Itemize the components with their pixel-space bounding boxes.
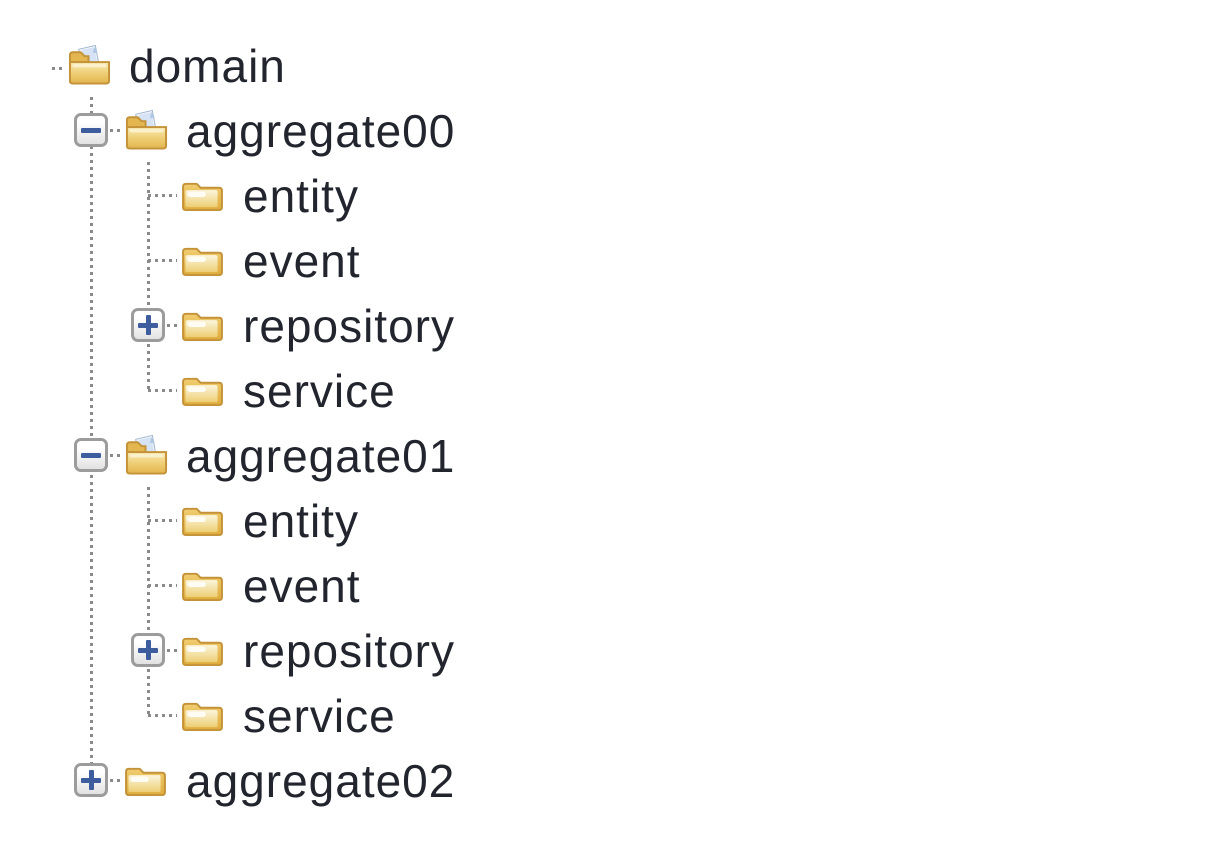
tree-connector-line <box>167 323 177 327</box>
tree-connector-line <box>148 193 177 197</box>
expander-plus-icon[interactable] <box>74 763 108 797</box>
expander-minus-icon[interactable] <box>74 113 108 147</box>
tree-node-service: service <box>0 358 1208 423</box>
tree-item-label[interactable]: aggregate02 <box>186 755 456 807</box>
tree-node-entity: entity <box>0 163 1208 228</box>
expander-plus-icon[interactable] <box>131 633 165 667</box>
tree-connector-line <box>167 648 177 652</box>
tree-connector-line <box>148 388 177 392</box>
tree-node-aggregate01: aggregate01 <box>0 423 1208 488</box>
tree-item-label[interactable]: aggregate00 <box>186 105 456 157</box>
tree-node-domain: domain <box>0 33 1208 98</box>
tree-item-label[interactable]: event <box>243 235 361 287</box>
tree-item-label[interactable]: repository <box>243 300 455 352</box>
folder-closed-icon[interactable] <box>181 698 224 738</box>
folder-closed-icon[interactable] <box>181 503 224 543</box>
tree-node-aggregate02: aggregate02 <box>0 748 1208 813</box>
tree-connector-line <box>110 128 120 132</box>
tree-connector-line <box>146 162 150 390</box>
folder-closed-icon[interactable] <box>181 373 224 413</box>
folder-closed-icon[interactable] <box>181 568 224 608</box>
tree-node-repository: repository <box>0 293 1208 358</box>
tree-node-entity: entity <box>0 488 1208 553</box>
folder-closed-icon[interactable] <box>181 178 224 218</box>
tree-connector-line <box>148 583 177 587</box>
folder-closed-icon[interactable] <box>181 243 224 283</box>
tree-connector-line <box>146 487 150 715</box>
tree-node-event: event <box>0 228 1208 293</box>
tree-node-service: service <box>0 683 1208 748</box>
tree-item-label[interactable]: repository <box>243 625 455 677</box>
folder-open-icon[interactable] <box>67 42 112 91</box>
tree-node-repository: repository <box>0 618 1208 683</box>
tree-connector-line <box>52 66 64 70</box>
tree-item-label[interactable]: entity <box>243 170 359 222</box>
folder-open-icon[interactable] <box>124 107 169 156</box>
tree-item-label[interactable]: domain <box>129 40 286 92</box>
folder-open-icon[interactable] <box>124 432 169 481</box>
tree-connector-line <box>110 778 120 782</box>
tree-connector-line <box>110 453 120 457</box>
tree-item-label[interactable]: service <box>243 690 396 742</box>
expander-minus-icon[interactable] <box>74 438 108 472</box>
tree-connector-line <box>148 518 177 522</box>
tree-item-label[interactable]: event <box>243 560 361 612</box>
folder-closed-icon[interactable] <box>181 633 224 673</box>
folder-closed-icon[interactable] <box>124 763 167 803</box>
tree-item-label[interactable]: entity <box>243 495 359 547</box>
tree-node-event: event <box>0 553 1208 618</box>
tree-connector-line <box>148 713 177 717</box>
tree-node-aggregate00: aggregate00 <box>0 98 1208 163</box>
tree-item-label[interactable]: aggregate01 <box>186 430 456 482</box>
folder-closed-icon[interactable] <box>181 308 224 348</box>
expander-plus-icon[interactable] <box>131 308 165 342</box>
tree-connector-line <box>148 258 177 262</box>
tree-item-label[interactable]: service <box>243 365 396 417</box>
